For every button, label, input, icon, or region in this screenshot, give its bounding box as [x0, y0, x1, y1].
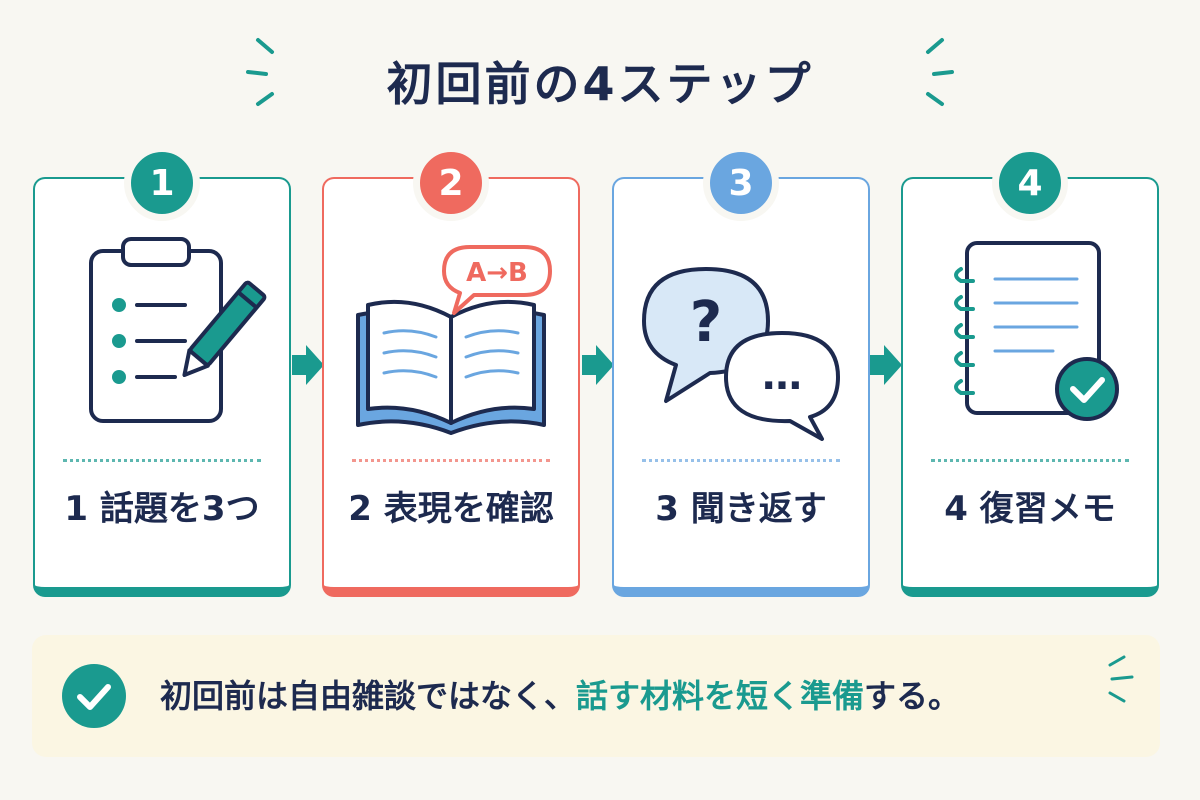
- sparkle-icon: [1108, 655, 1134, 703]
- ellipsis-text: …: [762, 353, 802, 399]
- book-translation-icon: A→B: [356, 245, 552, 435]
- step-number-badge-2: 2: [413, 145, 489, 221]
- step-label-1: 1 話題を3つ: [64, 489, 260, 529]
- question-speech-bubbles-icon: ? …: [642, 267, 840, 441]
- step-divider-3: [642, 459, 840, 462]
- step-label-3: 3 聞き返す: [655, 489, 827, 529]
- arrow-right-icon: [870, 345, 902, 385]
- note-text-after: する。: [864, 677, 961, 715]
- step-card-2: 2 A→B 2 表現を確認: [322, 145, 580, 597]
- title-sparkles: [246, 38, 954, 106]
- summary-note-text: 初回前は自由雑談ではなく、話す材料を短く準備する。: [160, 671, 960, 717]
- step-label-2: 2 表現を確認: [348, 489, 554, 529]
- step-card-4: 4 4 復習メモ: [901, 145, 1159, 597]
- clipboard-pencil-icon: [89, 237, 267, 423]
- arrow-right-icon: [292, 345, 324, 385]
- step-card-1: 1 1 話題を3つ: [33, 145, 291, 597]
- step-number-badge-1: 1: [124, 145, 200, 221]
- question-mark-text: ?: [690, 290, 722, 355]
- translation-bubble-text: A→B: [466, 258, 528, 288]
- note-text-highlight: 話す材料を短く準備: [576, 677, 865, 715]
- page-title: 初回前の4ステップ: [386, 57, 814, 111]
- note-text-before: 初回前は自由雑談ではなく、: [160, 677, 577, 715]
- step-divider-2: [352, 459, 550, 462]
- step-divider-1: [63, 459, 261, 462]
- step-divider-4: [931, 459, 1129, 462]
- step-number-badge-3: 3: [703, 145, 779, 221]
- check-circle-icon: [62, 664, 126, 728]
- notebook-check-icon: [954, 241, 1119, 421]
- step-label-4: 4 復習メモ: [944, 489, 1116, 529]
- arrow-right-icon: [582, 345, 614, 385]
- step-number-badge-4: 4: [992, 145, 1068, 221]
- step-card-3: 3 ? … 3 聞き返す: [612, 145, 870, 597]
- summary-note: 初回前は自由雑談ではなく、話す材料を短く準備する。: [32, 635, 1160, 757]
